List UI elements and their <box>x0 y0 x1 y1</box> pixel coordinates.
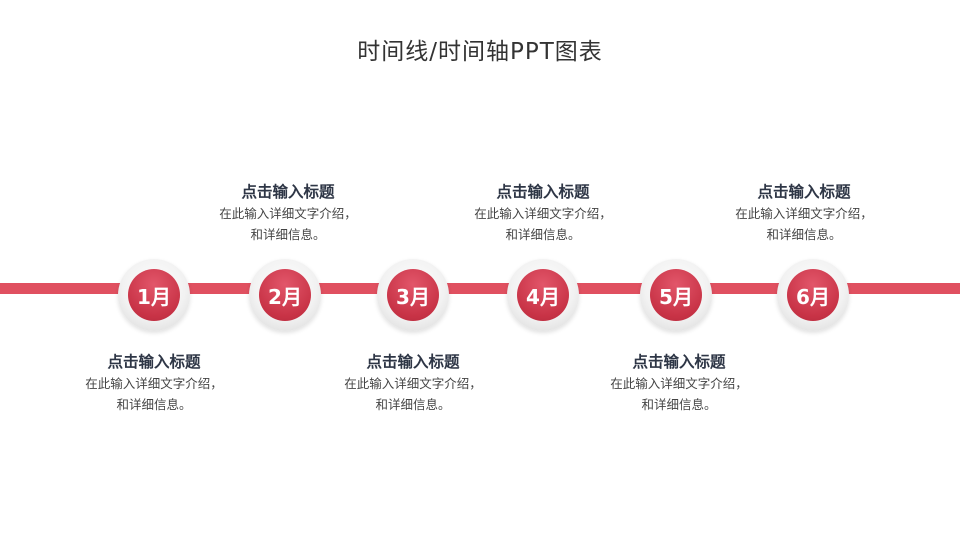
timeline-axis <box>0 283 960 294</box>
card-heading: 点击输入标题 <box>757 183 851 201</box>
card-desc-line2: 和详细信息。 <box>116 397 192 412</box>
card-desc-line1: 在此输入详细文字介绍， <box>85 376 223 391</box>
card-desc-line1: 在此输入详细文字介绍， <box>474 206 612 221</box>
node-label: 4月 <box>517 269 569 321</box>
card-desc-line2: 和详细信息。 <box>766 227 842 242</box>
timeline-node-3: 3月 <box>377 259 449 331</box>
card-desc-line2: 和详细信息。 <box>641 397 717 412</box>
timeline-node-4: 4月 <box>507 259 579 331</box>
timeline-card-2: 点击输入标题 在此输入详细文字介绍， 和详细信息。 <box>188 181 388 245</box>
card-desc-line1: 在此输入详细文字介绍， <box>735 206 873 221</box>
node-label: 5月 <box>650 269 702 321</box>
timeline-node-6: 6月 <box>777 259 849 331</box>
timeline-card-5: 点击输入标题 在此输入详细文字介绍， 和详细信息。 <box>579 351 779 415</box>
node-label: 2月 <box>259 269 311 321</box>
timeline-node-1: 1月 <box>118 259 190 331</box>
timeline-card-3: 点击输入标题 在此输入详细文字介绍， 和详细信息。 <box>313 351 513 415</box>
timeline-card-1: 点击输入标题 在此输入详细文字介绍， 和详细信息。 <box>54 351 254 415</box>
card-desc-line1: 在此输入详细文字介绍， <box>219 206 357 221</box>
timeline-card-6: 点击输入标题 在此输入详细文字介绍， 和详细信息。 <box>704 181 904 245</box>
node-label: 6月 <box>787 269 839 321</box>
card-heading: 点击输入标题 <box>632 353 726 371</box>
card-desc-line1: 在此输入详细文字介绍， <box>344 376 482 391</box>
node-label: 3月 <box>387 269 439 321</box>
card-heading: 点击输入标题 <box>241 183 335 201</box>
slide-title: 时间线/时间轴PPT图表 <box>357 39 603 65</box>
timeline-node-2: 2月 <box>249 259 321 331</box>
card-desc-line2: 和详细信息。 <box>250 227 326 242</box>
timeline-card-4: 点击输入标题 在此输入详细文字介绍， 和详细信息。 <box>443 181 643 245</box>
card-heading: 点击输入标题 <box>496 183 590 201</box>
card-desc-line2: 和详细信息。 <box>505 227 581 242</box>
card-desc-line2: 和详细信息。 <box>375 397 451 412</box>
timeline-node-5: 5月 <box>640 259 712 331</box>
card-desc-line1: 在此输入详细文字介绍， <box>610 376 748 391</box>
card-heading: 点击输入标题 <box>366 353 460 371</box>
card-heading: 点击输入标题 <box>107 353 201 371</box>
node-label: 1月 <box>128 269 180 321</box>
